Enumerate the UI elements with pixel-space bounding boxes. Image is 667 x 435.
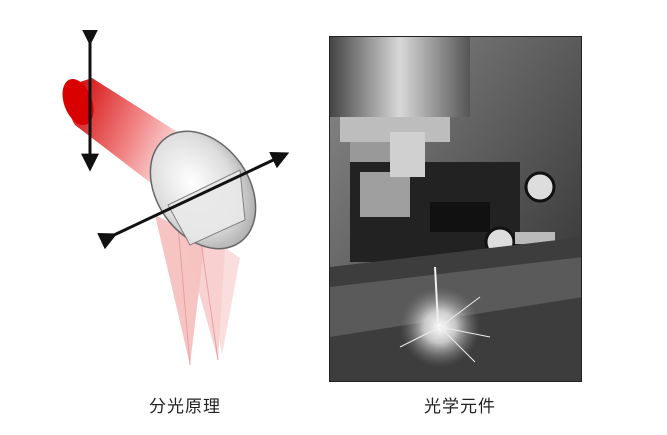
beam-splitting-svg xyxy=(62,27,290,366)
optics-photo-svg xyxy=(330,37,581,381)
diagonal-axis-arrow-icon xyxy=(97,151,290,250)
caption-beam-splitting: 分光原理 xyxy=(149,397,221,417)
caption-optics: 光学元件 xyxy=(424,397,496,417)
split-beam-3 xyxy=(200,230,240,355)
optics-photo xyxy=(329,36,582,382)
beam-splitting-diagram xyxy=(40,27,310,380)
